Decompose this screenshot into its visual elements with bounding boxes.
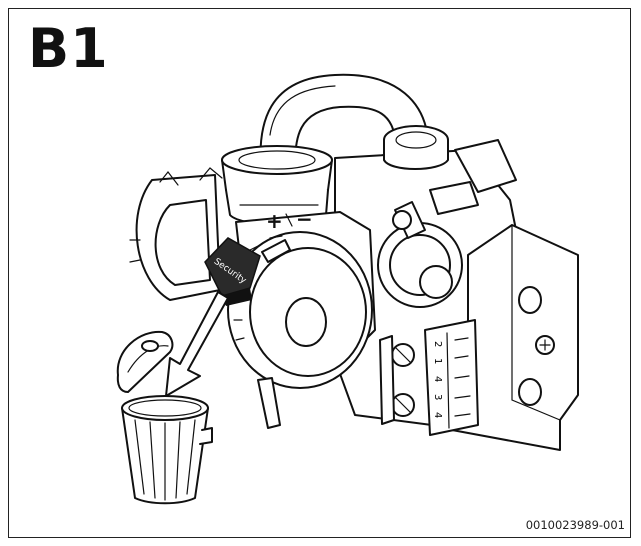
reference-code: 0010023989-001 [525,518,625,532]
terminal-number: 1 [432,358,443,364]
terminal-number: 2 [432,341,443,347]
plus-sign: + [266,209,283,233]
terminal-number: 4 [432,412,443,418]
terminal-number: 4 [432,376,443,382]
gas-valve-icon: 2 1 4 3 4 + − [129,73,579,451]
minus-sign: − [296,207,313,231]
arrow-down-icon [165,291,229,397]
step-label: B1 [28,17,109,80]
waste-bin-icon [116,330,213,505]
terminal-number: 3 [432,394,443,400]
